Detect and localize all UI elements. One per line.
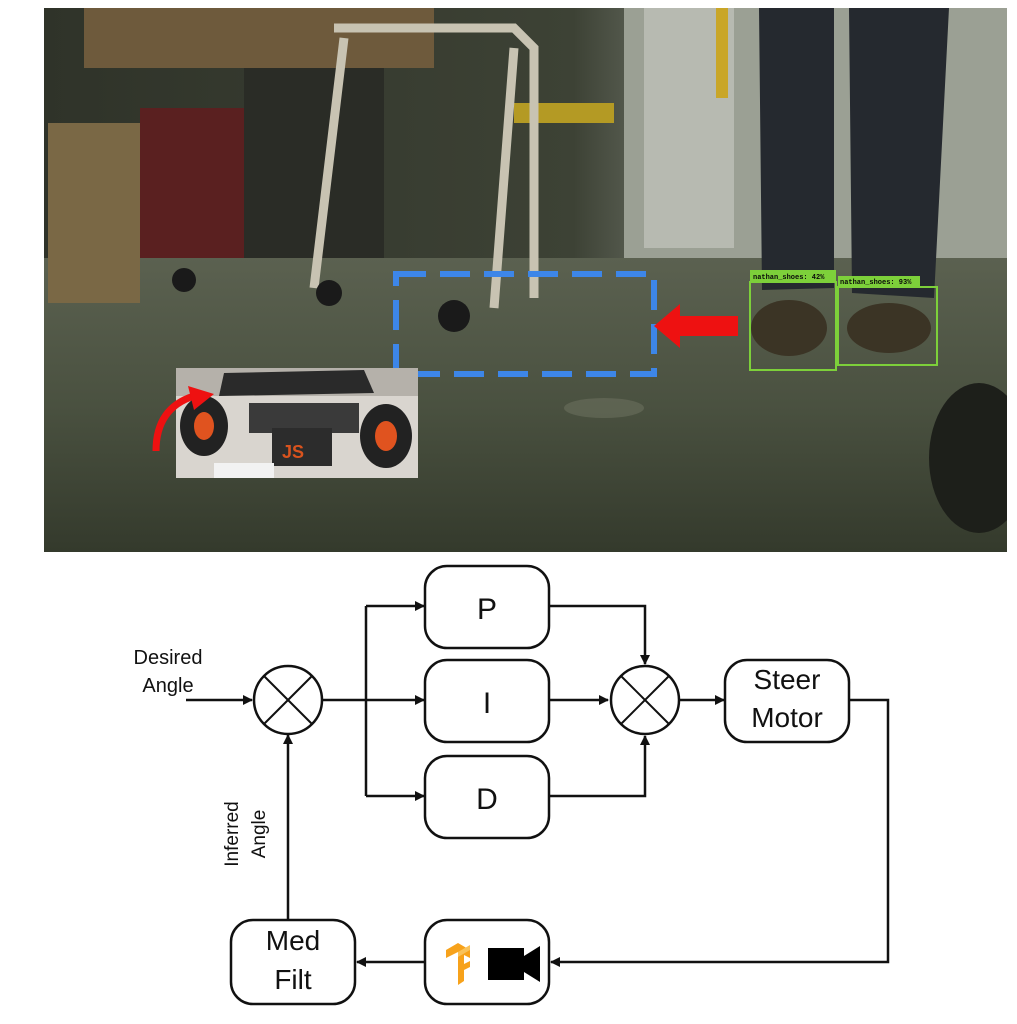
- right-shoe: [847, 303, 931, 353]
- detection-box-2: nathan_shoes: 93%: [837, 276, 938, 366]
- detection-label-1: nathan_shoes: 42%: [753, 274, 825, 282]
- detection-box-1: nathan_shoes: 42%: [749, 270, 837, 371]
- yellow-pillar: [716, 8, 728, 98]
- red-cabinet: [140, 108, 250, 258]
- car-inset-photo: JS: [176, 368, 418, 478]
- desired-angle-label-line1: Desired: [134, 647, 203, 669]
- d-to-sum-line: [549, 735, 650, 798]
- p-block: P: [423, 564, 551, 650]
- steer-motor-label-line1: Steer: [754, 664, 821, 695]
- steer-motor-label-line2: Motor: [751, 702, 823, 733]
- camera-view-photo: nathan_shoes: 42% nathan_shoes: 93% JS: [44, 8, 1007, 552]
- chair-wheel-back: [316, 280, 342, 306]
- floor-reflection: [564, 398, 644, 418]
- inference-camera-block: [423, 918, 551, 1006]
- summing-junction-input: [252, 664, 324, 736]
- inferred-angle-label-line2: Angle: [249, 810, 270, 859]
- target-region-box: [393, 271, 657, 377]
- steering-curve-arrow-icon: [152, 392, 196, 452]
- desired-angle-label-line2: Angle: [142, 675, 193, 697]
- car-chassis-text: JS: [282, 442, 304, 462]
- summing-junction-pid: [609, 664, 681, 736]
- video-camera-icon: [488, 946, 540, 982]
- person-legs: [759, 8, 949, 298]
- dark-object: [929, 383, 1007, 533]
- pid-control-diagram: Desired Angle P I D Steer Motor: [134, 564, 890, 1006]
- yellow-wall-strip: [514, 103, 614, 123]
- table-top: [84, 8, 434, 68]
- motor-to-sensor-line: [550, 698, 890, 967]
- shelf-unit: [244, 68, 384, 258]
- detection-label-2: nathan_shoes: 93%: [840, 279, 912, 287]
- chair-frame: [309, 23, 539, 309]
- i-block: I: [423, 658, 551, 744]
- tensorflow-icon: [446, 943, 470, 985]
- inferred-angle-label-line1: Inferred: [222, 801, 243, 866]
- red-arrow-left-icon: [654, 304, 738, 348]
- i-block-label: I: [483, 687, 491, 720]
- median-filter-block: Med Filt: [229, 918, 357, 1006]
- cardboard-box: [48, 123, 140, 303]
- steer-motor-block: Steer Motor: [723, 658, 851, 744]
- p-to-sum-line: [549, 604, 650, 665]
- median-filter-label-line2: Filt: [274, 964, 312, 995]
- p-block-label: P: [477, 593, 497, 626]
- median-filter-label-line1: Med: [266, 925, 320, 956]
- d-block-label: D: [476, 783, 498, 816]
- cabinet-wheel: [172, 268, 196, 292]
- d-block: D: [423, 754, 551, 840]
- left-shoe: [751, 300, 827, 356]
- chair-wheel: [438, 300, 470, 332]
